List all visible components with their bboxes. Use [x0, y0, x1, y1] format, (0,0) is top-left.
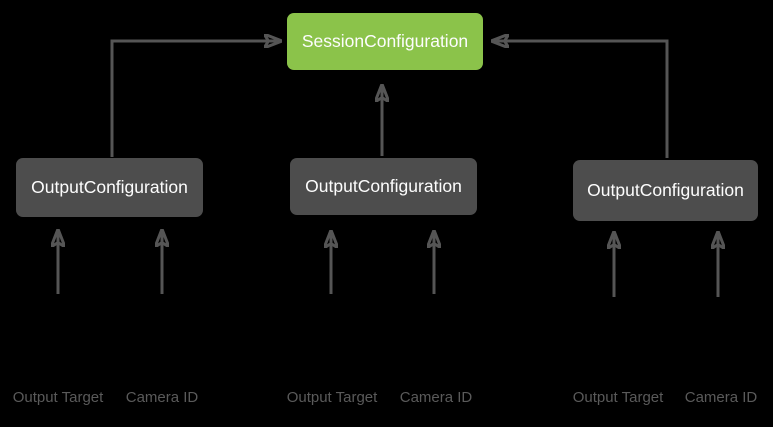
- input-label-output-target-1: Output Target: [12, 389, 104, 406]
- input-label-output-target-2: Output Target: [286, 389, 378, 406]
- arrow-output1-to-session: [110, 41, 281, 157]
- input-label-camera-id-3: Camera ID: [684, 389, 758, 406]
- node-output-configuration-1: OutputConfiguration: [16, 158, 203, 217]
- input-label-camera-id-2: Camera ID: [399, 389, 473, 406]
- node-output-configuration-2: OutputConfiguration: [290, 158, 477, 215]
- arrow-output3-to-session: [492, 41, 669, 158]
- node-output-configuration-3: OutputConfiguration: [573, 160, 758, 221]
- node-session-configuration: SessionConfiguration: [287, 13, 483, 70]
- input-label-output-target-3: Output Target: [572, 389, 664, 406]
- input-label-camera-id-1: Camera ID: [125, 389, 199, 406]
